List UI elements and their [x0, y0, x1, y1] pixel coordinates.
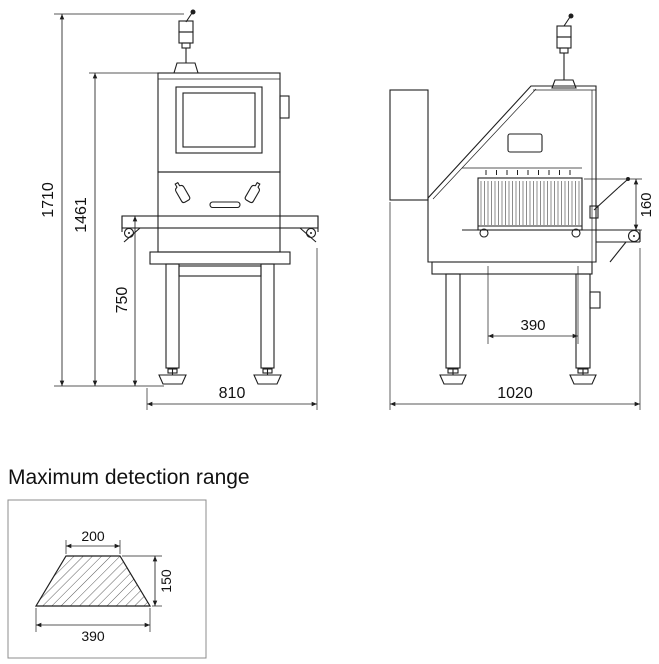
stand-frame-front: [149, 251, 291, 385]
front-view: 1710 1461 750 810: [40, 9, 319, 410]
cross-member: [178, 265, 262, 277]
dim-390-bottom-label: 390: [81, 628, 105, 644]
beacon-mount: [173, 62, 199, 74]
leg-left: [165, 263, 180, 369]
end-roller: [627, 229, 641, 243]
dim-1461-label: 1461: [73, 197, 90, 233]
dim-1020-label: 1020: [497, 385, 533, 402]
monitor-bezel: [175, 86, 263, 154]
xray-inspection-tunnel: [462, 167, 583, 238]
bottle-graphic-right: [244, 181, 261, 204]
leg-right: [260, 263, 275, 369]
roller-bearing-right: [305, 227, 317, 239]
machine-views-drawing: 1710 1461 750 810: [40, 9, 655, 410]
front-dimensions: 1710 1461 750 810: [40, 13, 318, 410]
detection-trapezoid: [34, 555, 152, 607]
leg-front: [445, 273, 461, 369]
signal-tower-light: [173, 9, 199, 74]
dim-810-label: 810: [219, 385, 246, 402]
dim-160-label: 160: [638, 192, 655, 217]
dim-150-label: 150: [158, 569, 174, 593]
signal-tower-light-side: [551, 13, 577, 89]
name-plate: [507, 133, 543, 153]
control-cabinet: [157, 72, 290, 173]
detection-range-drawing: 200 150 390: [7, 499, 207, 659]
beacon-segment-top: [178, 20, 194, 33]
stand-frame-side: [431, 261, 601, 385]
handle-slot: [209, 201, 241, 209]
side-dimensions: 160 390 1020: [389, 178, 655, 410]
adjustable-foot-front: [439, 368, 467, 385]
adjustable-foot-right: [253, 368, 282, 385]
bottle-graphic-left: [174, 181, 191, 204]
detection-range-title: Maximum detection range: [8, 466, 250, 489]
hood-body: [427, 85, 597, 263]
dim-750-label: 750: [114, 287, 131, 314]
dim-390-side-label: 390: [520, 317, 545, 334]
beacon-segment-bottom: [178, 31, 194, 44]
range-dimensions: 200 150 390: [35, 528, 174, 644]
side-switch-box: [279, 95, 290, 119]
front-door-panel: [157, 171, 281, 217]
adjustable-foot-rear: [569, 368, 597, 385]
conveyor-front: [121, 215, 319, 253]
rear-panel: [389, 89, 429, 201]
conveyor-side: [462, 229, 641, 263]
adjustable-foot-left: [158, 368, 187, 385]
dim-1710-label: 1710: [40, 182, 57, 218]
antenna-tip: [190, 9, 196, 15]
monitor-screen: [182, 92, 256, 148]
dim-200-label: 200: [81, 528, 105, 544]
side-view: 160 390 1020: [389, 13, 655, 410]
junction-box: [589, 291, 601, 309]
xray-curtain-strips: [480, 181, 580, 225]
bolt-row: [485, 170, 571, 175]
